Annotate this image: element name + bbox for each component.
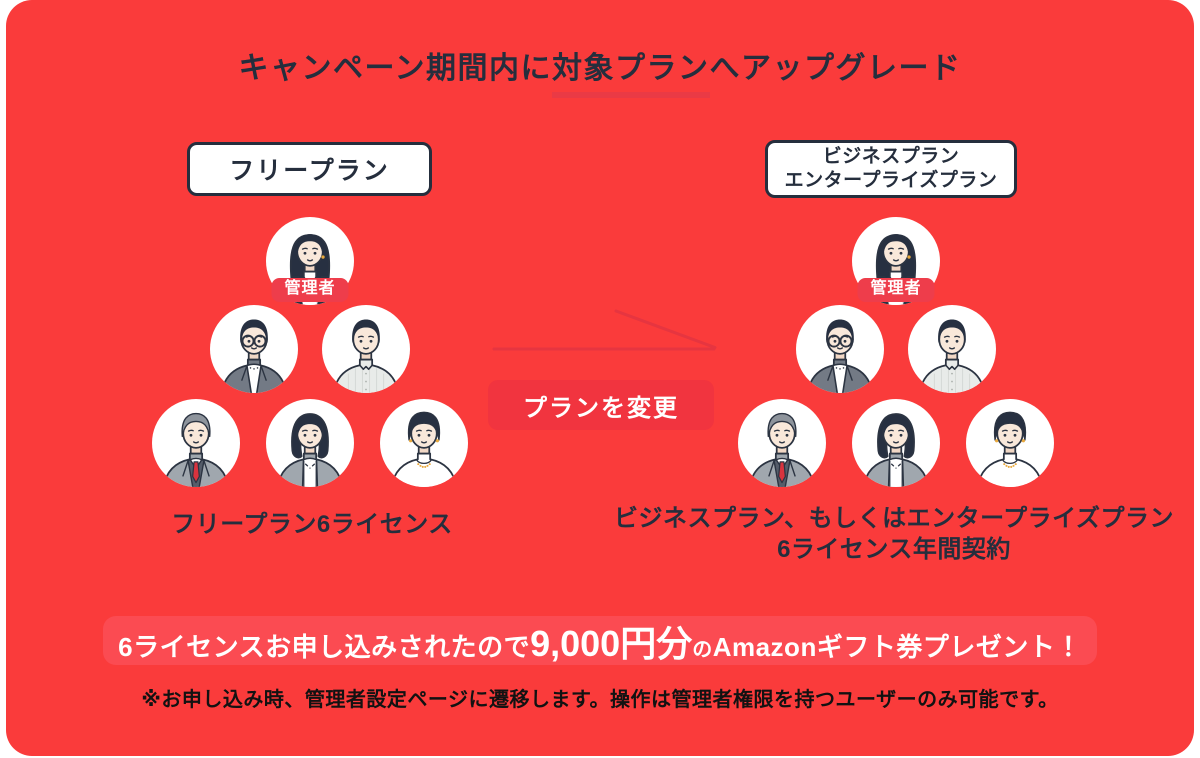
title-pre: キャンペーン期間内に	[238, 52, 552, 85]
campaign-card: キャンペーン期間内に対象プランへアップグレード フリープラン ビジネスプラン エ…	[6, 0, 1194, 756]
avatar-woman-long-hair: 管理者	[266, 217, 354, 305]
team-row-top: 管理者	[852, 217, 940, 305]
avatar-man-glasses	[210, 305, 298, 393]
team-row-top: 管理者	[266, 217, 354, 305]
paid-plan-box: ビジネスプラン エンタープライズプラン	[765, 140, 1017, 198]
title-post: へアップグレード	[709, 52, 962, 85]
avatar-circle	[852, 399, 940, 487]
avatar-circle	[966, 399, 1054, 487]
paid-plan-label-line1: ビジネスプラン	[822, 146, 960, 167]
team-row-bottom	[152, 399, 468, 487]
title-highlight-underlined: 対象プラン	[552, 52, 710, 98]
campaign-title: キャンペーン期間内に対象プランへアップグレード	[6, 50, 1194, 98]
avatar-circle	[210, 305, 298, 393]
team-row-bottom	[738, 399, 1054, 487]
free-plan-label: フリープラン	[229, 157, 390, 185]
avatar-woman-bob-cardigan	[266, 399, 354, 487]
avatar-woman-long-hair: 管理者	[852, 217, 940, 305]
change-plan-button[interactable]: プランを変更	[488, 380, 714, 430]
man-plain-shirt-icon	[322, 305, 410, 393]
team-row-middle	[796, 305, 996, 393]
free-plan-box: フリープラン	[187, 142, 432, 196]
free-plan-team: 管理者	[152, 217, 468, 487]
footnote: ※お申し込み時、管理者設定ページに遷移します。操作は管理者権限を持つユーザーのみ…	[141, 689, 1059, 711]
paid-plan-caption: ビジネスプラン、もしくはエンタープライズプラン 6ライセンス年間契約	[584, 503, 1194, 565]
avatar-woman-short-hair	[380, 399, 468, 487]
man-suit-red-tie-icon	[152, 399, 240, 487]
avatar-circle	[738, 399, 826, 487]
avatar-man-plain-shirt	[908, 305, 996, 393]
avatar-circle	[796, 305, 884, 393]
paid-plan-team: 管理者	[738, 217, 1054, 487]
team-row-middle	[210, 305, 410, 393]
avatar-circle	[908, 305, 996, 393]
woman-short-hair-icon	[966, 399, 1054, 487]
man-plain-shirt-icon	[908, 305, 996, 393]
avatar-man-suit-red-tie	[738, 399, 826, 487]
admin-badge: 管理者	[271, 278, 349, 302]
paid-plan-label-line2: エンタープライズプラン	[784, 170, 998, 191]
admin-badge: 管理者	[857, 278, 935, 302]
avatar-man-plain-shirt	[322, 305, 410, 393]
paid-plan-caption-line2: 6ライセンス年間契約	[777, 536, 1011, 563]
avatar-woman-short-hair	[966, 399, 1054, 487]
woman-bob-cardigan-icon	[852, 399, 940, 487]
man-glasses-icon	[796, 305, 884, 393]
reward-amount: 9,000円分	[530, 622, 693, 664]
man-glasses-icon	[210, 305, 298, 393]
reward-suffix: Amazonギフト券プレゼント！	[712, 631, 1082, 662]
paid-plan-caption-line1: ビジネスプラン、もしくはエンタープライズプラン	[614, 505, 1174, 532]
reward-particle: の	[692, 638, 713, 661]
woman-short-hair-icon	[380, 399, 468, 487]
free-plan-caption: フリープラン6ライセンス	[171, 511, 453, 538]
man-suit-red-tie-icon	[738, 399, 826, 487]
avatar-circle	[380, 399, 468, 487]
avatar-circle	[152, 399, 240, 487]
upgrade-arrow-icon	[492, 309, 717, 351]
avatar-circle	[266, 399, 354, 487]
avatar-man-glasses	[796, 305, 884, 393]
reward-prefix: 6ライセンスお申し込みされたので	[118, 631, 531, 662]
avatar-circle	[322, 305, 410, 393]
avatar-woman-bob-cardigan	[852, 399, 940, 487]
woman-bob-cardigan-icon	[266, 399, 354, 487]
avatar-man-suit-red-tie	[152, 399, 240, 487]
